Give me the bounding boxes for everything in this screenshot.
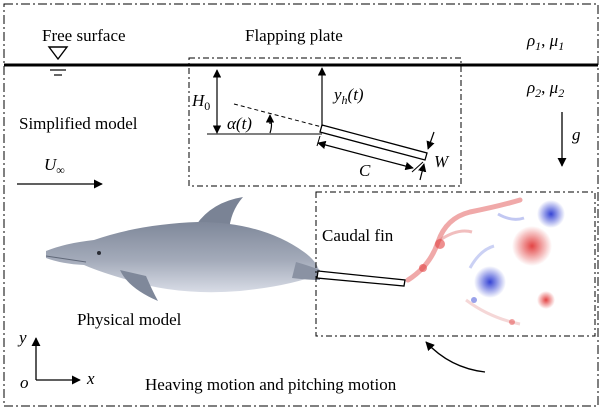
heave-label: yh(t) [332,85,364,107]
thickness-arrow-top [426,131,435,150]
inflow-velocity-label: U∞ [44,155,65,177]
flapping-plate-box [188,57,462,187]
physical-model-label: Physical model [77,310,182,329]
pitch-angle-label: α(t) [227,114,252,133]
vortex-positive-1 [512,226,552,266]
vortex-positive-2 [537,291,555,309]
free-surface-label: Free surface [42,26,126,45]
thickness-arrow-bottom [418,163,427,181]
origin-label: o [20,373,29,392]
flapping-plate [319,124,428,161]
outer-frame [3,3,599,407]
dolphin-image [45,197,320,301]
caudal-fin-box [315,191,596,337]
fluid-1-properties: ρ1, μ1 [526,31,564,53]
flapping-plate-label: Flapping plate [245,26,343,45]
vortex-negative-2 [537,200,565,228]
fluid-2-properties: ρ2, μ2 [526,78,564,100]
y-axis-label: y [17,328,27,347]
gravity-label: g [572,125,581,144]
thickness-label: W [434,152,450,171]
depth-label: H0 [191,91,210,113]
simplified-model-label: Simplified model [19,114,138,133]
x-axis-label: x [86,369,95,388]
caudal-fin-label: Caudal fin [322,226,394,245]
motion-caption: Heaving motion and pitching motion [145,375,397,394]
caudal-fin-plate [316,270,406,287]
chord-extension-left [316,135,321,147]
chord-dimension [317,140,414,171]
water-level-icon [46,46,70,76]
motion-indicator-arrow [425,341,486,373]
pitch-reference-line [233,103,323,128]
chord-extension-right [411,161,424,173]
vortex-wake [405,197,565,326]
chord-label: C [359,161,371,180]
vortex-negative-1 [474,266,506,298]
